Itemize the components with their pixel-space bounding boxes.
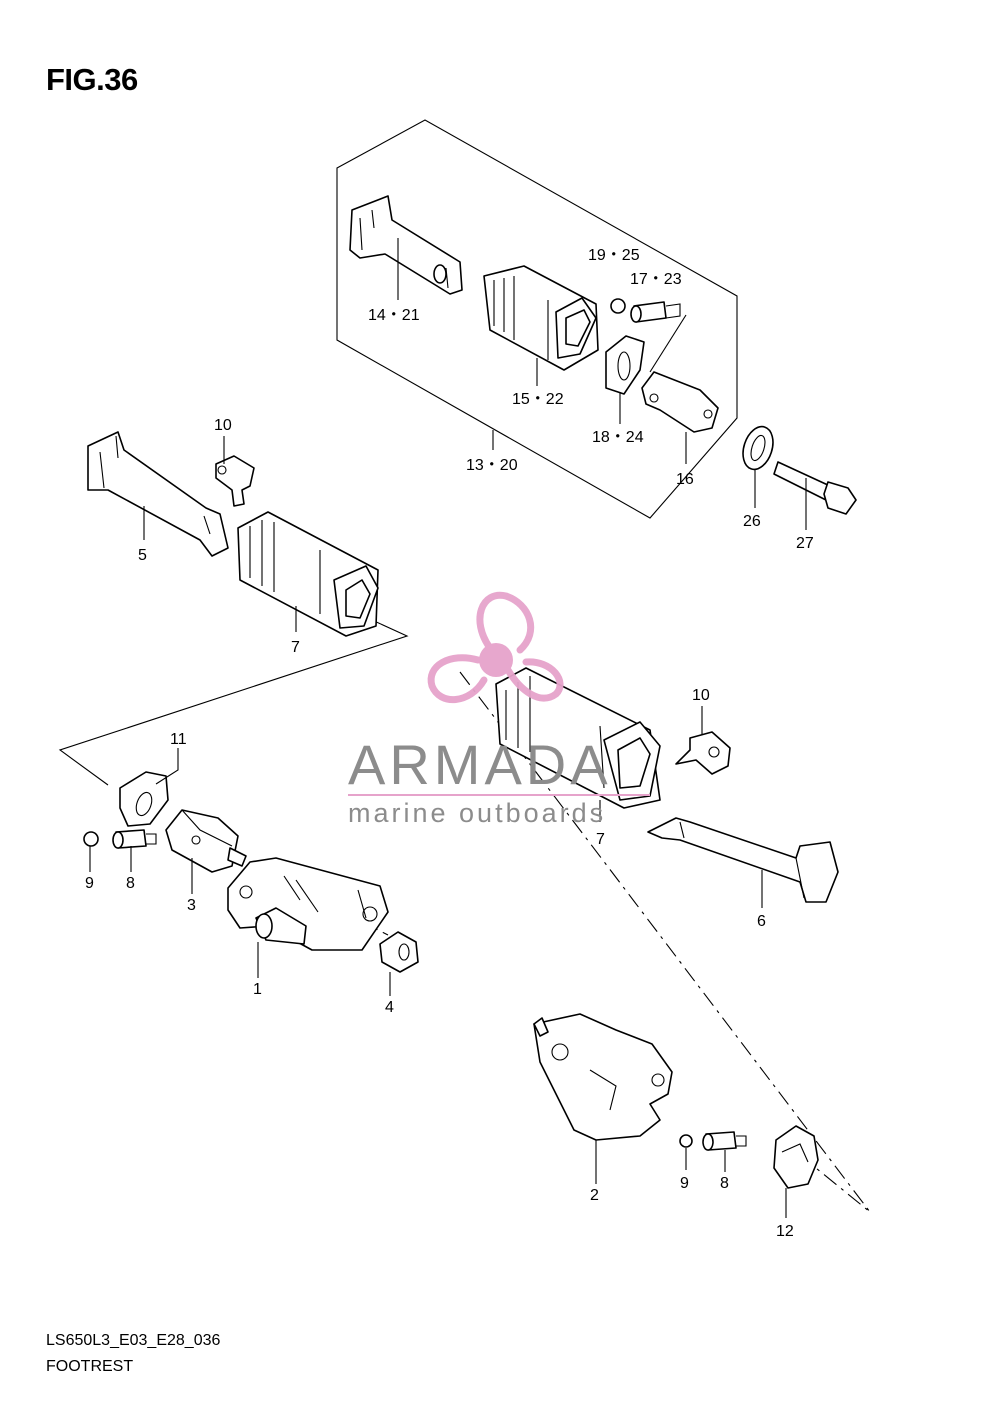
footpeg-rubber-part-15-22 [483,265,599,371]
footpeg-rubber-part-7-left [237,511,379,637]
callout-7-left: 7 [291,639,300,656]
callout-9-right: 9 [680,1175,689,1192]
block-part-3 [165,809,247,873]
callout-14-21: 14・21 [368,307,420,324]
cap-part-9-right [679,1134,693,1148]
callout-26: 26 [743,513,761,530]
clamp-part-10-upper [215,455,255,507]
callout-1: 1 [253,981,262,998]
footrest-arm-part-14-21 [349,195,463,295]
callout-8-right: 8 [720,1175,729,1192]
plate-part-11 [119,771,169,827]
cap-part-19-25 [610,298,626,314]
callout-6: 6 [757,913,766,930]
leader-lines [89,238,807,1218]
footrest-arm-part-6 [647,817,839,903]
callout-5: 5 [138,547,147,564]
plate-part-18-24 [605,335,645,395]
nut-part-4 [379,931,419,973]
callout-2: 2 [590,1187,599,1204]
callout-18-24: 18・24 [592,429,644,446]
pin-part-8-left [112,829,157,849]
pin-part-8-right [702,1131,747,1151]
callout-7-right: 7 [596,831,605,848]
figure-code: LS650L3_E03_E28_036 [46,1332,221,1349]
callout-17-23: 17・23 [630,271,682,288]
callout-9-left: 9 [85,875,94,892]
callout-13-20: 13・20 [466,457,518,474]
clamp-part-10-lower [675,731,731,775]
plate-part-12 [773,1125,819,1189]
footpeg-rubber-part-7-right [495,667,661,809]
bracket-part-2 [533,1013,673,1141]
figure-title: FIG.36 [46,62,138,97]
callout-8-left: 8 [126,875,135,892]
callout-27: 27 [796,535,814,552]
callout-4: 4 [385,999,394,1016]
bolt-part-27 [773,461,857,515]
callout-16: 16 [676,471,694,488]
callout-3: 3 [187,897,196,914]
watermark-propeller-logo [427,591,564,704]
bracket-part-1 [227,857,389,951]
callout-19-25: 19・25 [588,247,640,264]
bracket-part-16 [641,371,719,433]
washer-part-26 [742,425,774,471]
figure-name: FOOTREST [46,1358,134,1375]
callout-15-22: 15・22 [512,391,564,408]
callout-12: 12 [776,1223,794,1240]
footrest-arm-part-5 [87,431,229,557]
callout-10-lower: 10 [692,687,710,704]
watermark-tagline: marine outboards [348,798,606,828]
pin-part-17-23 [630,301,681,323]
assembly-outline-13-20 [336,119,738,519]
cap-part-9-left [83,831,99,847]
callout-10-upper: 10 [214,417,232,434]
callout-11: 11 [170,731,187,748]
watermark-brand: ARMADA [348,733,612,796]
